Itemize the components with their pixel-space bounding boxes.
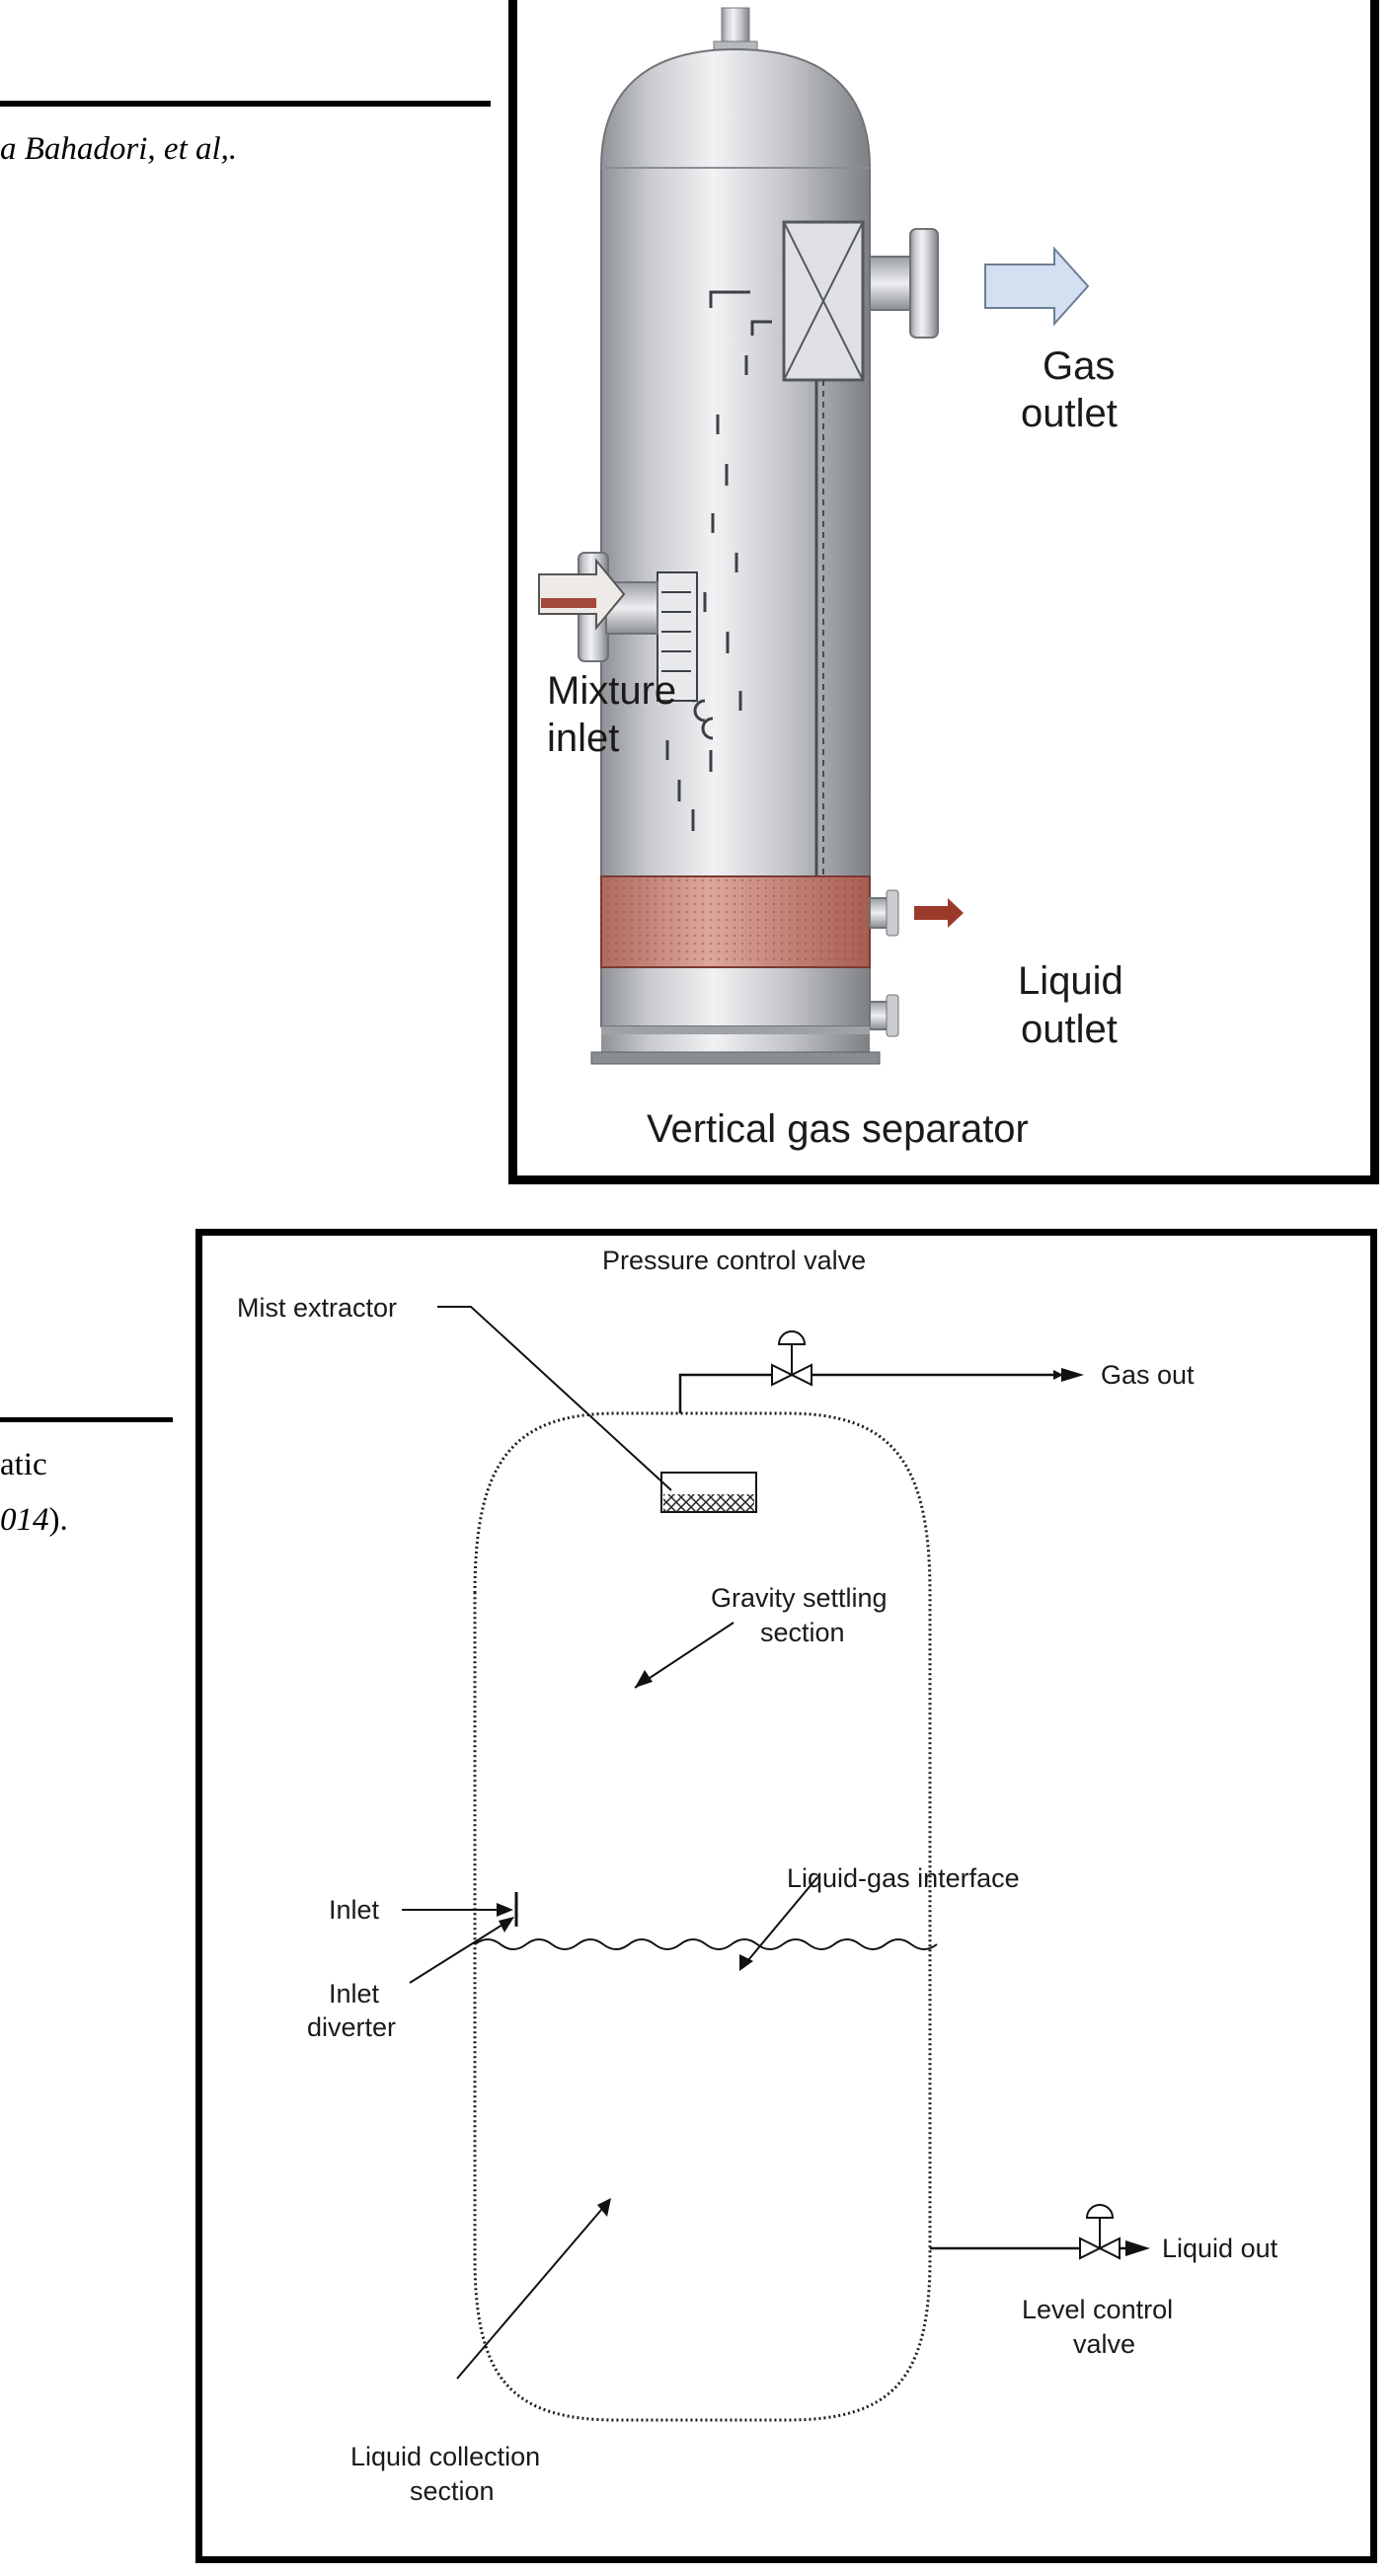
inlet-diverter-label-line1: Inlet [329, 1979, 380, 2008]
pressure-control-valve-icon [771, 1330, 812, 1387]
caption-fragment-year: 014 [0, 1502, 49, 1538]
mist-extractor-pad [663, 1494, 754, 1512]
caption-fragment-line1: atic [0, 1447, 47, 1482]
gas-outlet-arrow [984, 246, 1090, 327]
gravity-settling-label-line2: section [760, 1618, 845, 1647]
liquid-gas-interface-line [474, 1938, 938, 1950]
liquid-gas-interface-label: Liquid-gas interface [787, 1863, 1020, 1893]
gravity-settling-label-line1: Gravity settling [711, 1583, 888, 1613]
mixture-inlet-label-line2: inlet [547, 717, 619, 760]
mist-extractor-cross-b [783, 221, 864, 381]
liquid-out-label: Liquid out [1162, 2234, 1278, 2263]
gas-outlet-nozzle [869, 256, 914, 311]
mixture-inlet-label-line1: Mixture [547, 669, 676, 713]
vessel-outline [473, 1411, 932, 2422]
inlet-diverter-label-line2: diverter [307, 2012, 396, 2042]
inlet-arrowhead [497, 1903, 513, 1917]
caption-fragment-tail: ). [48, 1502, 68, 1538]
caption-fragment-line2: 014). [0, 1504, 68, 1537]
skirt-top [601, 1026, 870, 1034]
leader-arrowheads [499, 1670, 753, 2217]
inlet-label: Inlet [329, 1895, 380, 1925]
bottom-rule [0, 1417, 173, 1422]
top-rule [0, 101, 491, 107]
mist-extractor-label: Mist extractor [237, 1293, 397, 1323]
liquid-out-arrowhead [1125, 2240, 1150, 2256]
level-control-valve-label-line2: valve [1073, 2329, 1135, 2359]
gas-out-label: Gas out [1101, 1360, 1195, 1390]
vertical-separator-illustration: Gas outlet Mixture inlet Liquid outlet V… [508, 0, 1379, 1184]
liquid-level-texture [601, 876, 870, 967]
separator-schematic: Pressure control valve Mist extractor Ga… [195, 1229, 1377, 2563]
illustration-caption: Vertical gas separator [647, 1107, 1029, 1151]
pressure-control-valve-label: Pressure control valve [602, 1246, 866, 1275]
base-plate [590, 1051, 881, 1065]
liquid-collection-label-line1: Liquid collection [350, 2442, 540, 2471]
inlet-diverter-slots [661, 591, 691, 672]
liquid-outlet-label-line1: Liquid [1018, 959, 1123, 1003]
droplet-marks [665, 290, 772, 831]
leader-lines [409, 1306, 818, 2380]
gas-outlet-flange [909, 228, 939, 339]
liquid-collection-label-line2: section [410, 2476, 495, 2506]
separator-schematic-svg: Pressure control valve Mist extractor Ga… [237, 1246, 1278, 2506]
level-control-valve-label-line1: Level control [1022, 2295, 1173, 2324]
gas-out-arrowhead [1061, 1368, 1084, 1382]
liquid-outlet-flange [886, 889, 899, 937]
inlet-diverter [657, 571, 698, 702]
liquid-outlet-arrow [914, 898, 964, 928]
drain-flange [886, 994, 899, 1037]
gas-outlet-label-line2: outlet [1021, 392, 1118, 435]
liquid-outlet-label-line2: outlet [1021, 1008, 1118, 1051]
skirt [601, 1034, 870, 1052]
mixture-inlet-arrow-shade [541, 598, 596, 608]
level-control-valve-icon [1079, 2204, 1121, 2260]
gas-outlet-label-line1: Gas [1043, 344, 1115, 388]
author-fragment: a Bahadori, et al,. [0, 131, 238, 167]
separator-illustration-svg: Gas outlet Mixture inlet Liquid outlet V… [538, 7, 1123, 1151]
mixture-inlet-arrow [538, 558, 626, 631]
